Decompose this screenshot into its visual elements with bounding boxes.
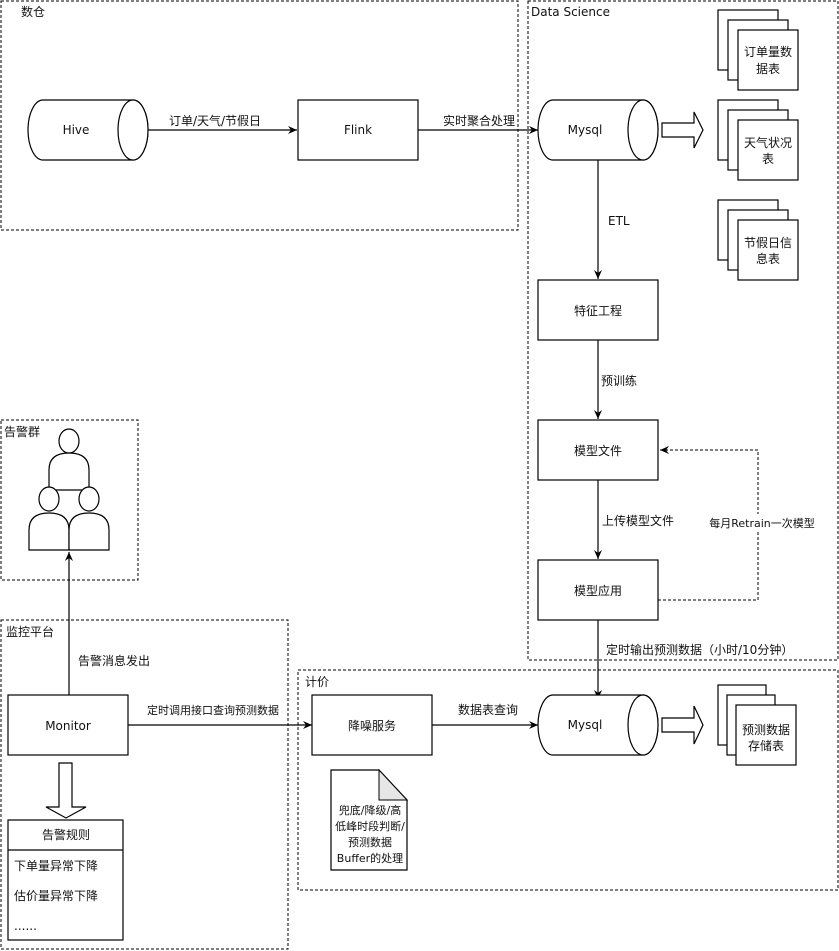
people-group-icon [28, 428, 110, 551]
mysql-bottom-label: Mysql [568, 718, 603, 732]
prediction-table-line1: 预测数据 [742, 722, 790, 737]
note-line: Buffer的处理 [337, 851, 403, 865]
alert-rule-item: ...... [14, 919, 37, 933]
note-line: 低峰时段判断/ [335, 819, 405, 833]
edge-output-prediction-label: 定时输出预测数据（小时/10分钟） [606, 642, 793, 657]
order-table-line2: 据表 [756, 62, 780, 76]
alert-rules-title: 告警规则 [42, 827, 90, 842]
edge-alert-send-label: 告警消息发出 [78, 653, 150, 668]
hive-label: Hive [63, 123, 90, 137]
group-pricing-label: 计价 [305, 675, 329, 689]
feature-eng-node[interactable]: 特征工程 [537, 279, 659, 341]
edge-upload-model: 上传模型文件 [594, 480, 674, 559]
holiday-table-line2: 息表 [756, 251, 780, 266]
alert-rule-item: 下单量异常下降 [14, 859, 98, 873]
prediction-table-line2: 存储表 [748, 738, 784, 753]
model-file-node[interactable]: 模型文件 [537, 419, 659, 481]
monitor-node[interactable]: Monitor [7, 694, 129, 756]
edge-table-query: 数据表查询 [432, 702, 538, 729]
mysql-top-label: Mysql [568, 123, 603, 137]
model-app-label: 模型应用 [574, 583, 622, 598]
group-pricing: 计价 [297, 669, 839, 891]
group-warehouse: 数仓 [0, 0, 519, 231]
edge-monitor-query-label: 定时调用接口查询预测数据 [147, 703, 279, 717]
weather-table-line2: 表 [762, 152, 774, 166]
edge-retrain: 每月Retrain一次模型 [658, 446, 815, 601]
feature-eng-label: 特征工程 [574, 303, 622, 318]
edge-pretrain: 预训练 [594, 340, 637, 419]
holiday-table[interactable]: 节假日信 息表 [717, 199, 799, 281]
edge-pretrain-label: 预训练 [601, 373, 637, 388]
edge-alert-send: 告警消息发出 [65, 552, 150, 695]
alert-rules-panel: 告警规则 下单量异常下降 估价量异常下降 ...... [7, 819, 124, 941]
flink-label: Flink [344, 123, 372, 137]
group-warehouse-label: 数仓 [21, 4, 45, 19]
model-file-label: 模型文件 [574, 443, 622, 458]
edge-output-prediction: 定时输出预测数据（小时/10分钟） [594, 620, 793, 699]
order-table-line1: 订单量数 [744, 44, 792, 59]
edge-hive-flink-label: 订单/天气/节假日 [169, 113, 261, 128]
monitor-label: Monitor [45, 719, 91, 733]
edge-hive-flink: 订单/天气/节假日 [148, 113, 297, 134]
weather-table-line1: 天气状况 [744, 135, 792, 150]
group-monitor-platform: 监控平台 [0, 619, 289, 950]
hive-node[interactable]: Hive [27, 99, 149, 161]
note-line: 兜底/降级/高 [339, 803, 401, 817]
group-data-science-label: Data Science [531, 5, 610, 19]
hollow-arrow-icon [661, 111, 704, 149]
mysql-bottom-node[interactable]: Mysql [537, 694, 659, 756]
edge-table-query-label: 数据表查询 [458, 702, 518, 717]
mysql-top-node[interactable]: Mysql [537, 99, 659, 161]
edge-etl: ETL [594, 160, 630, 279]
prediction-table[interactable]: 预测数据 存储表 [717, 684, 797, 766]
weather-table[interactable]: 天气状况 表 [717, 99, 799, 181]
hollow-arrow-icon [661, 705, 704, 745]
denoise-node[interactable]: 降噪服务 [311, 694, 433, 756]
edge-etl-label: ETL [608, 214, 630, 228]
edge-monitor-query: 定时调用接口查询预测数据 [128, 703, 312, 729]
flink-node[interactable]: Flink [297, 99, 419, 161]
edge-flink-mysql-label: 实时聚合处理 [443, 113, 515, 128]
alert-rule-item: 估价量异常下降 [14, 889, 98, 903]
denoise-label: 降噪服务 [348, 718, 396, 733]
note-line: 预测数据 [348, 835, 392, 849]
edge-upload-model-label: 上传模型文件 [602, 513, 674, 528]
order-table[interactable]: 订单量数 据表 [717, 9, 799, 91]
edge-retrain-label: 每月Retrain一次模型 [709, 516, 815, 530]
note-document: 兜底/降级/高 低峰时段判断/ 预测数据 Buffer的处理 [330, 768, 409, 871]
group-monitor-platform-label: 监控平台 [6, 624, 54, 639]
edge-flink-mysql: 实时聚合处理 [418, 113, 538, 134]
group-alert-label: 告警群 [4, 424, 40, 439]
group-data-science: Data Science [527, 0, 839, 661]
holiday-table-line1: 节假日信 [744, 236, 792, 250]
hollow-down-arrow-icon [45, 762, 87, 819]
model-app-node[interactable]: 模型应用 [537, 559, 659, 621]
